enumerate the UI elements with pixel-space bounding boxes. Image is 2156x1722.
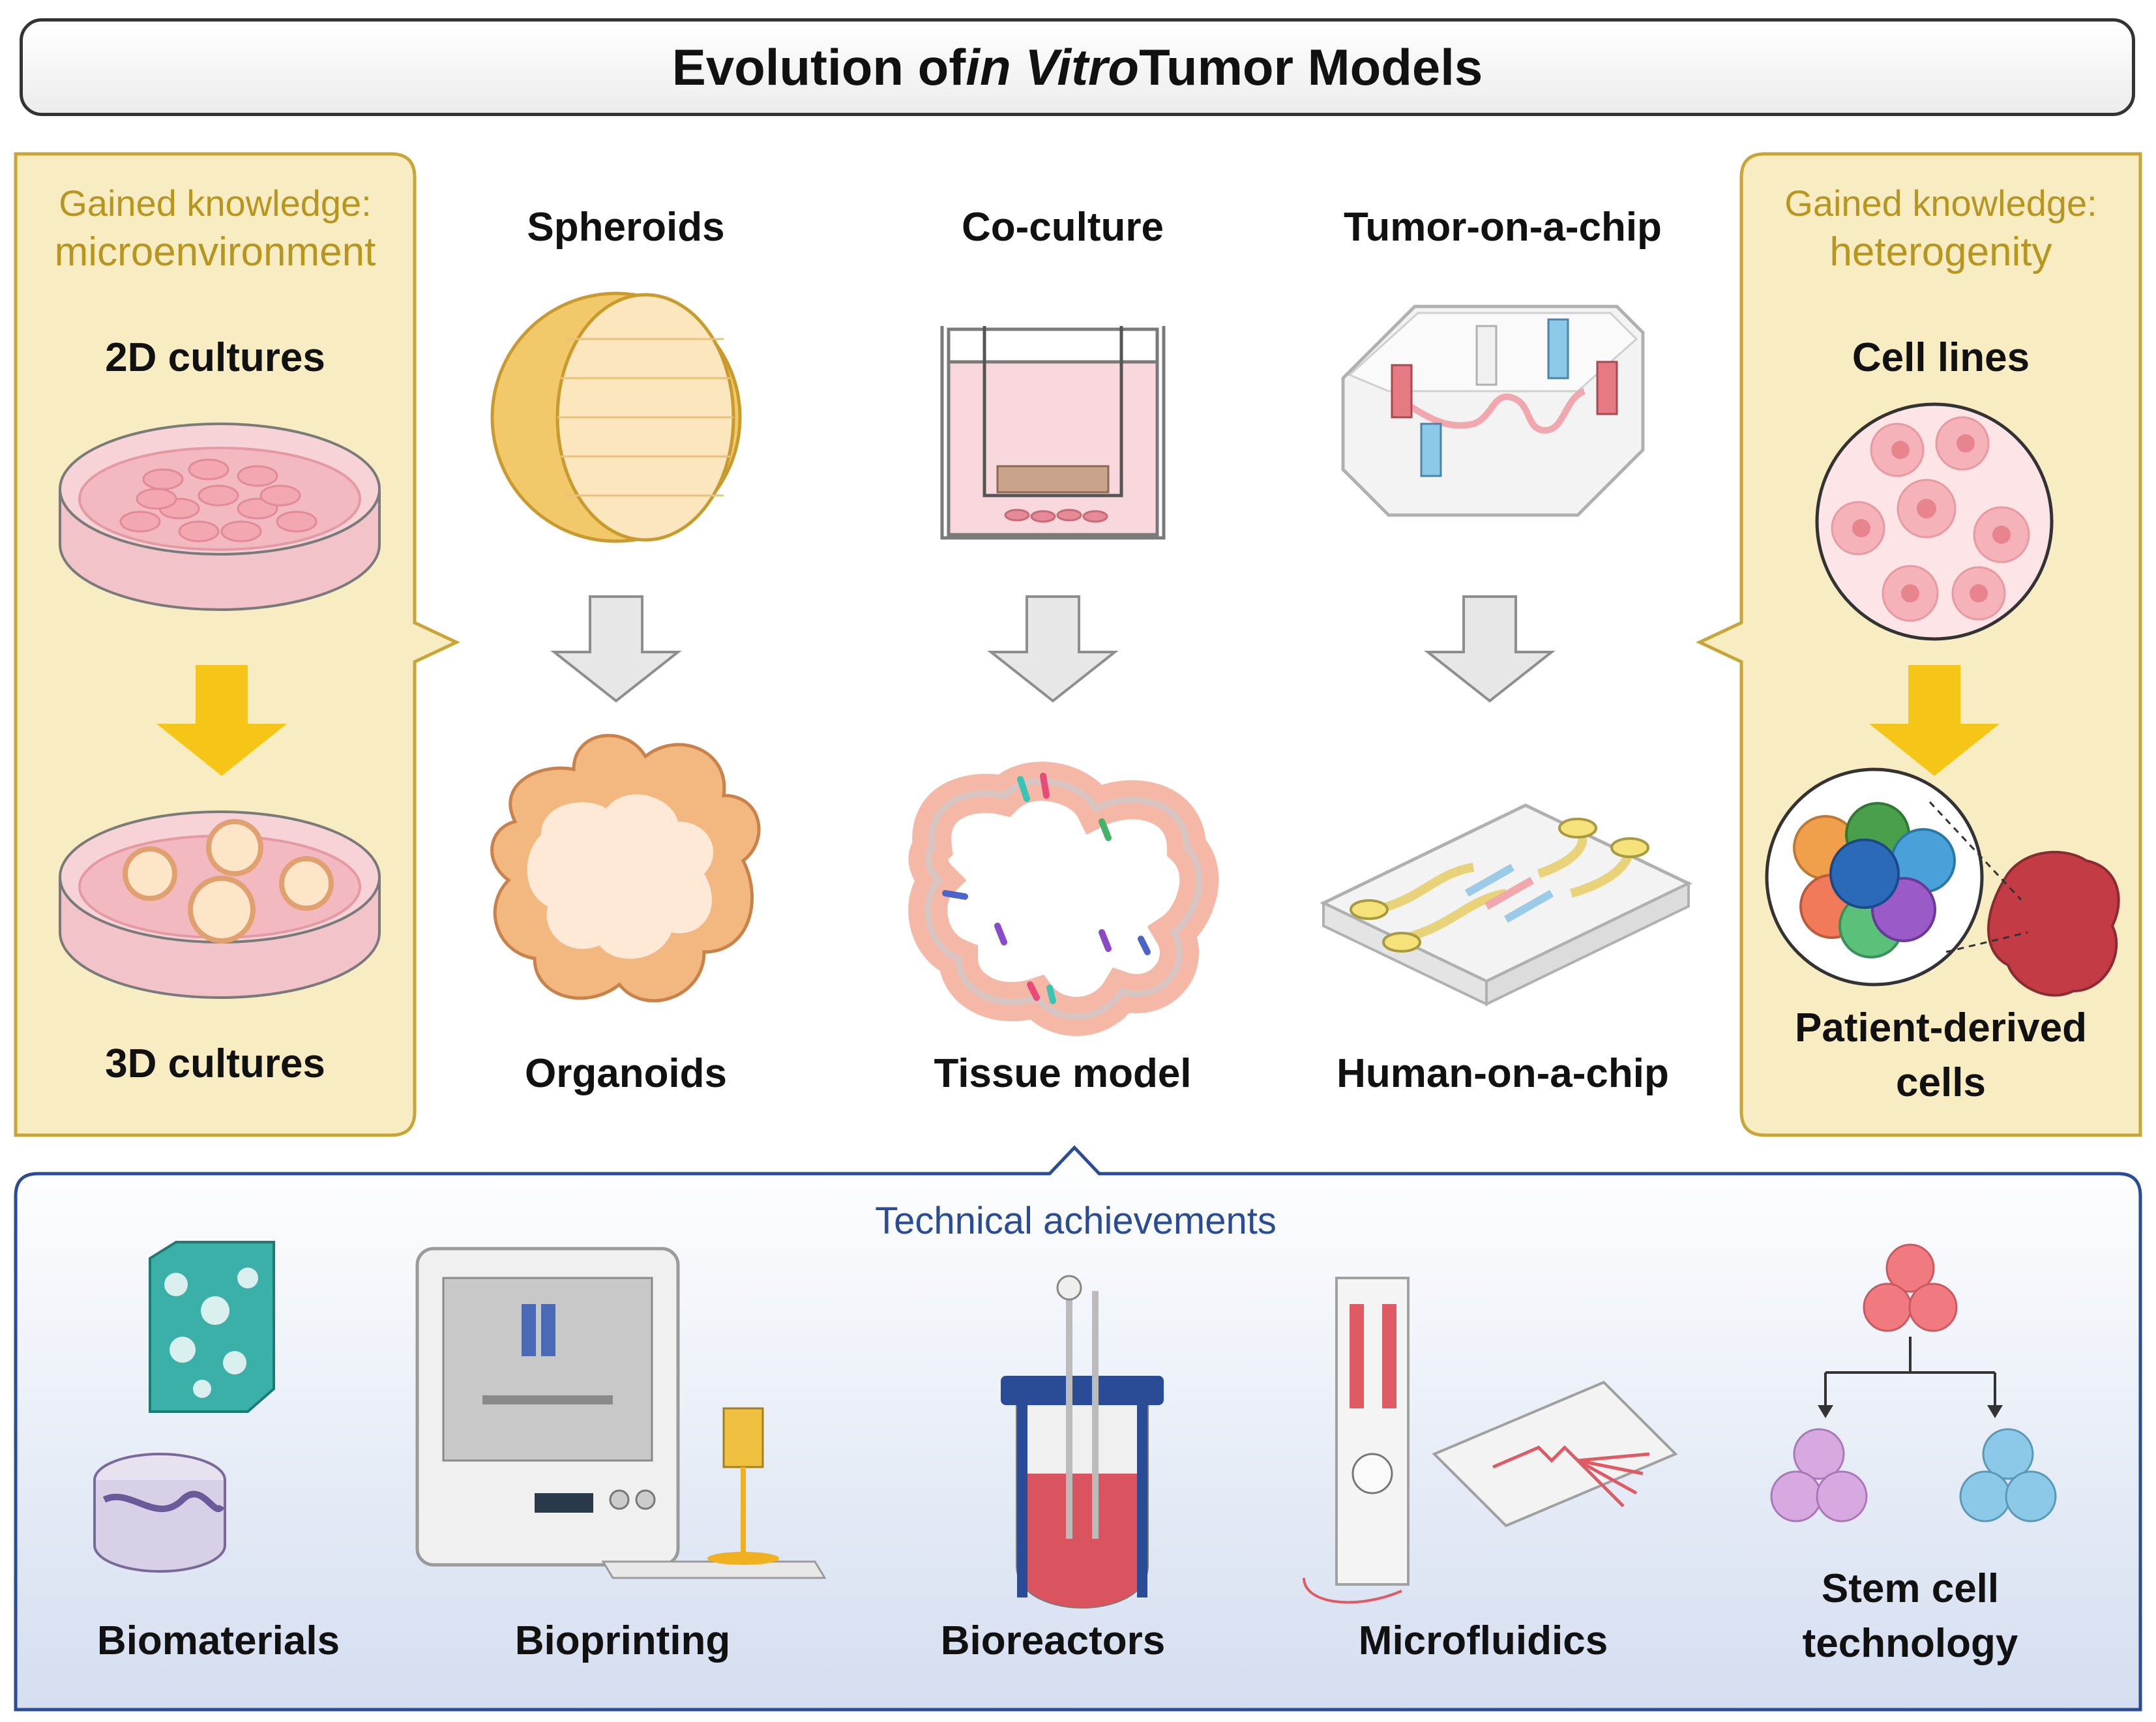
dish-3d [59, 810, 381, 999]
column-bottom-label-organoids: Organoids [524, 1051, 728, 1096]
title-italic: in Vitro [966, 38, 1140, 96]
column-bottom-label-human-chip: Human-on-a-chip [1336, 1051, 1669, 1096]
coculture-illustration [940, 326, 1166, 540]
technical-heading: Technical achievements [875, 1200, 1277, 1242]
technical-item-stem-cell: Stem cell technology [1802, 1566, 2018, 1666]
column-top-label-spheroids: Spheroids [527, 205, 725, 250]
right-bottom-label: Patient-derived cells [1795, 1005, 2087, 1105]
biomaterials-illustration [93, 1241, 275, 1573]
microfluidics-illustration [1303, 1277, 1678, 1604]
human-chip-illustration [1320, 803, 1692, 1007]
column-top-label-coculture: Co-culture [962, 205, 1164, 250]
gold-arrow-right [1869, 665, 2000, 776]
stem-cell-illustration [1770, 1243, 2057, 1522]
title-text: Evolution of [672, 38, 966, 96]
tumor-chip-illustration [1341, 304, 1645, 517]
bioprinting-illustration [415, 1247, 827, 1579]
page-title: Evolution of in Vitro Tumor Models [20, 18, 2135, 116]
left-topic-label: microenvironment [54, 230, 376, 275]
technical-item-bioprinting: Bioprinting [514, 1618, 731, 1663]
title-text-end: Tumor Models [1139, 38, 1483, 96]
bioreactor-illustration [1001, 1275, 1164, 1609]
tissue-model-illustration [908, 762, 1219, 1036]
cell-lines-illustration [1815, 402, 2054, 641]
patient-cells-illustration [1765, 767, 2120, 997]
technical-item-microfluidics: Microfluidics [1358, 1618, 1608, 1663]
right-gained-label: Gained knowledge: [1784, 183, 2097, 224]
left-top-label: 2D cultures [105, 335, 325, 380]
left-gained-label: Gained knowledge: [59, 183, 372, 224]
column-top-label-tumor-chip: Tumor-on-a-chip [1344, 205, 1662, 250]
technical-item-bioreactors: Bioreactors [940, 1618, 1166, 1663]
grey-arrows [550, 595, 1556, 703]
left-bottom-label: 3D cultures [105, 1041, 325, 1086]
right-top-label: Cell lines [1852, 335, 2030, 380]
right-topic-label: heterogenity [1829, 230, 2052, 275]
gold-arrow-left [156, 665, 287, 776]
dish-2d [59, 423, 381, 611]
column-bottom-label-tissue-model: Tissue model [934, 1051, 1192, 1096]
organoid-illustration [490, 734, 761, 1003]
technical-item-biomaterials: Biomaterials [96, 1618, 340, 1663]
spheroid-illustration [490, 291, 742, 543]
